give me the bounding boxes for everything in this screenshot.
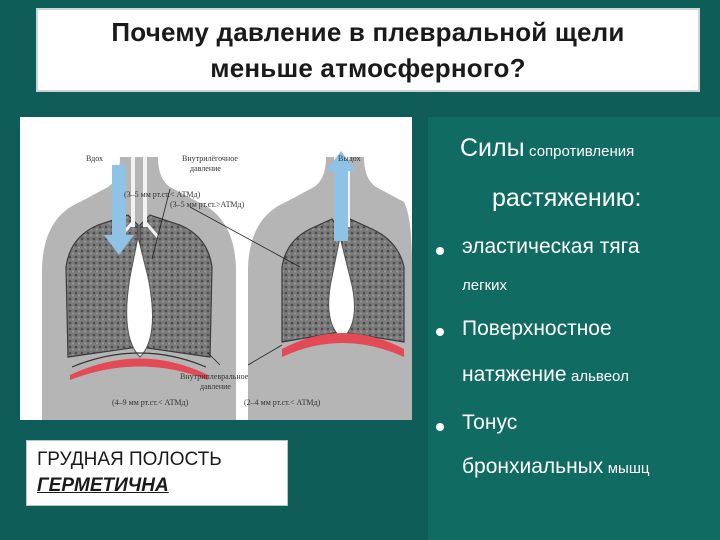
label-intrapleural-2: давление [200,382,231,391]
forces-panel: Силы сопротивления растяжению: эластичес… [428,117,720,540]
label-pleural-inhale: (4–9 мм рт.ст.< АТМд) [112,398,189,407]
torso-exhale [248,157,412,420]
label-inhale: Вдох [86,154,103,163]
lung-diagram-svg: Вдох Выдох Внутрилёгочное давление (3–5 … [42,151,412,420]
item-2-big: натяжение [462,363,567,386]
callout-line-1: ГРУДНАЯ ПОЛОСТЬ [37,449,222,470]
label-intrapleural-1: Внутриплевральное [180,372,249,381]
heart-inhale [126,236,153,358]
item-2-main: Поверхностное [462,317,612,340]
label-exhale: Выдох [338,154,361,163]
item-2-small: альвеол [571,368,629,385]
label-intrapulmonary-2: давление [190,164,221,173]
label-pleural-exhale: (2–4 мм рт.ст.< АТМд) [244,398,321,407]
item-1-sub: легких [462,277,508,294]
callout-line-2: ГЕРМЕТИЧНА [37,475,169,496]
torso-inhale [42,157,236,420]
heading-line-2: растяжению: [492,184,642,212]
callout-sealed-cavity: ГРУДНАЯ ПОЛОСТЬ ГЕРМЕТИЧНА [26,440,288,506]
heading-small: сопротивления [529,143,635,160]
item-3-big: бронхиальных [462,455,604,478]
slide-title-box: Почему давление в плевральной щели меньш… [36,8,700,92]
heading-big: Силы [460,134,525,162]
diaphragm-inhale [70,358,208,380]
item-1-main: эластическая тяга [462,235,640,258]
slide-title-line-1: Почему давление в плевральной щели [111,17,625,47]
diaphragm-exhale [282,333,404,357]
label-intrapulmonary-1: Внутрилёгочное [182,154,238,163]
bullet-icon [436,247,444,255]
slide-title-line-2: меньше атмосферного? [210,53,526,83]
panel-heading: Силы сопротивления [460,134,634,163]
item-3-line2: бронхиальных мышц [462,455,649,479]
inhale-arrow [104,165,134,255]
lung-illustration: Вдох Выдох Внутрилёгочное давление (3–5 … [20,117,412,420]
label-pressure-inhale: (3–5 мм рт.ст.< АТМд) [124,190,201,199]
bullet-icon [436,328,444,336]
item-2-line2: натяжение альвеол [462,363,629,387]
bullet-icon [436,423,444,431]
label-pressure-exhale: (3–5 мм рт.ст.>АТМд) [170,200,245,209]
exhale-arrow [326,151,356,241]
item-3-small: мышц [607,460,650,477]
item-3-main: Тонус [462,411,518,434]
